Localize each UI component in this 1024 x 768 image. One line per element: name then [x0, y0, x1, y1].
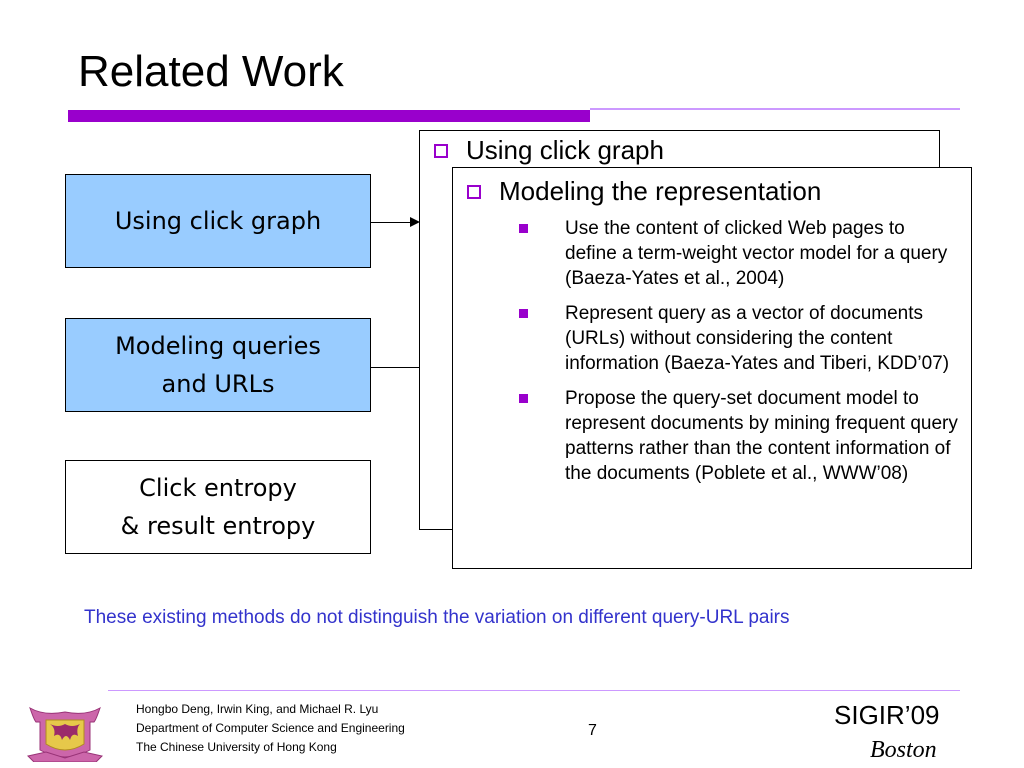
box-label: & result entropy [120, 512, 316, 540]
panel-modeling-representation: Modeling the representation Use the cont… [452, 167, 972, 569]
page-number: 7 [588, 722, 597, 739]
list-item: Propose the query-set document model to … [515, 386, 960, 486]
list-item: Use the content of clicked Web pages to … [515, 216, 960, 291]
conference-name: SIGIR’09 [834, 700, 940, 730]
list-item-text: Represent query as a vector of documents… [565, 303, 950, 374]
box-label: Using click graph [114, 207, 322, 235]
conference-city: Boston [870, 737, 937, 763]
filled-square-bullet-icon [519, 394, 528, 403]
arrow-head-icon [410, 217, 420, 227]
list-item-text: Use the content of clicked Web pages to … [565, 218, 948, 289]
footer-authors: Hongbo Deng, Irwin King, and Michael R. … [136, 702, 379, 716]
footer-divider [108, 690, 960, 691]
panel-heading-text: Using click graph [466, 135, 664, 165]
panel-heading-text: Modeling the representation [499, 176, 822, 206]
footer-department: Department of Computer Science and Engin… [136, 721, 405, 735]
title-underline-thick [68, 110, 590, 122]
connector-arrow-line [371, 367, 443, 368]
connector-arrow-line [371, 222, 411, 223]
panel-heading: Modeling the representation [465, 176, 821, 207]
university-crest-icon [27, 706, 103, 762]
box-click-entropy: Click entropy & result entropy [65, 460, 371, 554]
box-label: Modeling queries [115, 332, 321, 360]
slide-title: Related Work [78, 47, 344, 96]
box-label: and URLs [161, 370, 275, 398]
title-underline-thin [590, 108, 960, 110]
representation-list: Use the content of clicked Web pages to … [515, 216, 960, 496]
list-item-text: Propose the query-set document model to … [565, 388, 958, 484]
footer-credits: Hongbo Deng, Irwin King, and Michael R. … [136, 700, 405, 757]
box-label: Click entropy [139, 474, 297, 502]
list-item: Represent query as a vector of documents… [515, 301, 960, 376]
hollow-square-bullet-icon [467, 184, 481, 199]
footer-university: The Chinese University of Hong Kong [136, 740, 337, 754]
footnote: These existing methods do not distinguis… [84, 607, 790, 628]
hollow-square-bullet-icon [434, 143, 448, 158]
panel-heading: Using click graph [432, 135, 664, 166]
filled-square-bullet-icon [519, 309, 528, 318]
box-modeling-queries-urls: Modeling queries and URLs [65, 318, 371, 412]
box-using-click-graph: Using click graph [65, 174, 371, 268]
filled-square-bullet-icon [519, 224, 528, 233]
